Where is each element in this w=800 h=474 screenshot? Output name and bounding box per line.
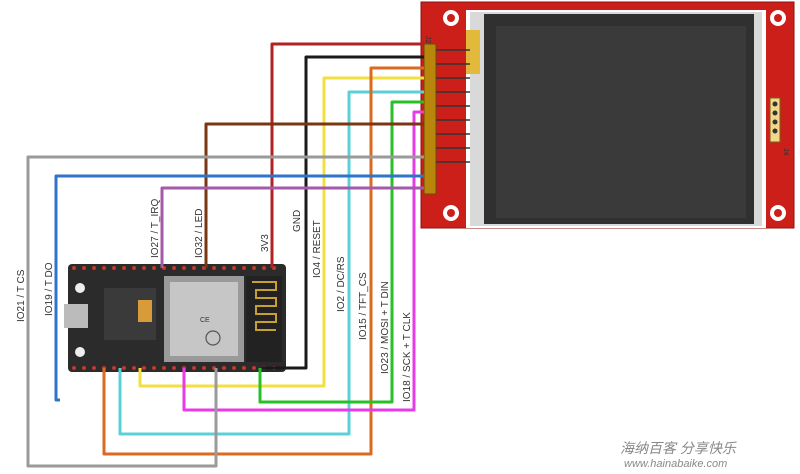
wire-tirq bbox=[160, 186, 424, 268]
label-led: IO32 / LED bbox=[194, 209, 205, 258]
label-3v3: 3V3 bbox=[260, 234, 271, 252]
j4-label: J4 bbox=[782, 148, 789, 156]
esp32-board: CE bbox=[64, 264, 286, 372]
label-gnd: GND bbox=[292, 210, 303, 232]
wire-dcrs bbox=[118, 90, 424, 436]
label-tdo: IO19 / T DO bbox=[44, 262, 55, 316]
wire-reset bbox=[138, 76, 424, 388]
wire-mosi bbox=[258, 100, 424, 404]
wire-sck bbox=[182, 110, 424, 412]
label-reset: IO4 / RESET bbox=[312, 220, 323, 278]
wire-gnd bbox=[262, 55, 424, 370]
wire-led bbox=[204, 122, 424, 268]
watermark-url: www.hainabaike.com bbox=[624, 458, 727, 470]
label-tcs: IO21 / T CS bbox=[16, 269, 27, 322]
wire-tftcs bbox=[102, 66, 424, 456]
wire-labels: 3V3 GND IO4 / RESET IO2 / DC/RS IO15 / T… bbox=[16, 198, 413, 402]
label-tirq: IO27 / T_IRQ bbox=[150, 198, 161, 258]
wire-3v3 bbox=[270, 42, 424, 268]
label-sck: IO18 / SCK + T CLK bbox=[402, 312, 413, 402]
tft-display-module: J2 J4 bbox=[420, 1, 795, 229]
label-mosi: IO23 / MOSI + T DIN bbox=[380, 281, 391, 374]
j2-header bbox=[423, 43, 437, 195]
j2-label: J2 bbox=[424, 36, 431, 44]
wire-tdo bbox=[54, 174, 424, 402]
watermark-cn: 海纳百客 分享快乐 bbox=[620, 440, 737, 456]
wire-tcs bbox=[26, 155, 424, 468]
label-tftcs: IO15 / TFT_CS bbox=[358, 272, 369, 340]
label-dcrs: IO2 / DC/RS bbox=[336, 256, 347, 312]
wires bbox=[26, 42, 424, 468]
ce-mark: CE bbox=[200, 317, 210, 324]
watermark: 海纳百客 分享快乐 www.hainabaike.com bbox=[620, 440, 737, 470]
